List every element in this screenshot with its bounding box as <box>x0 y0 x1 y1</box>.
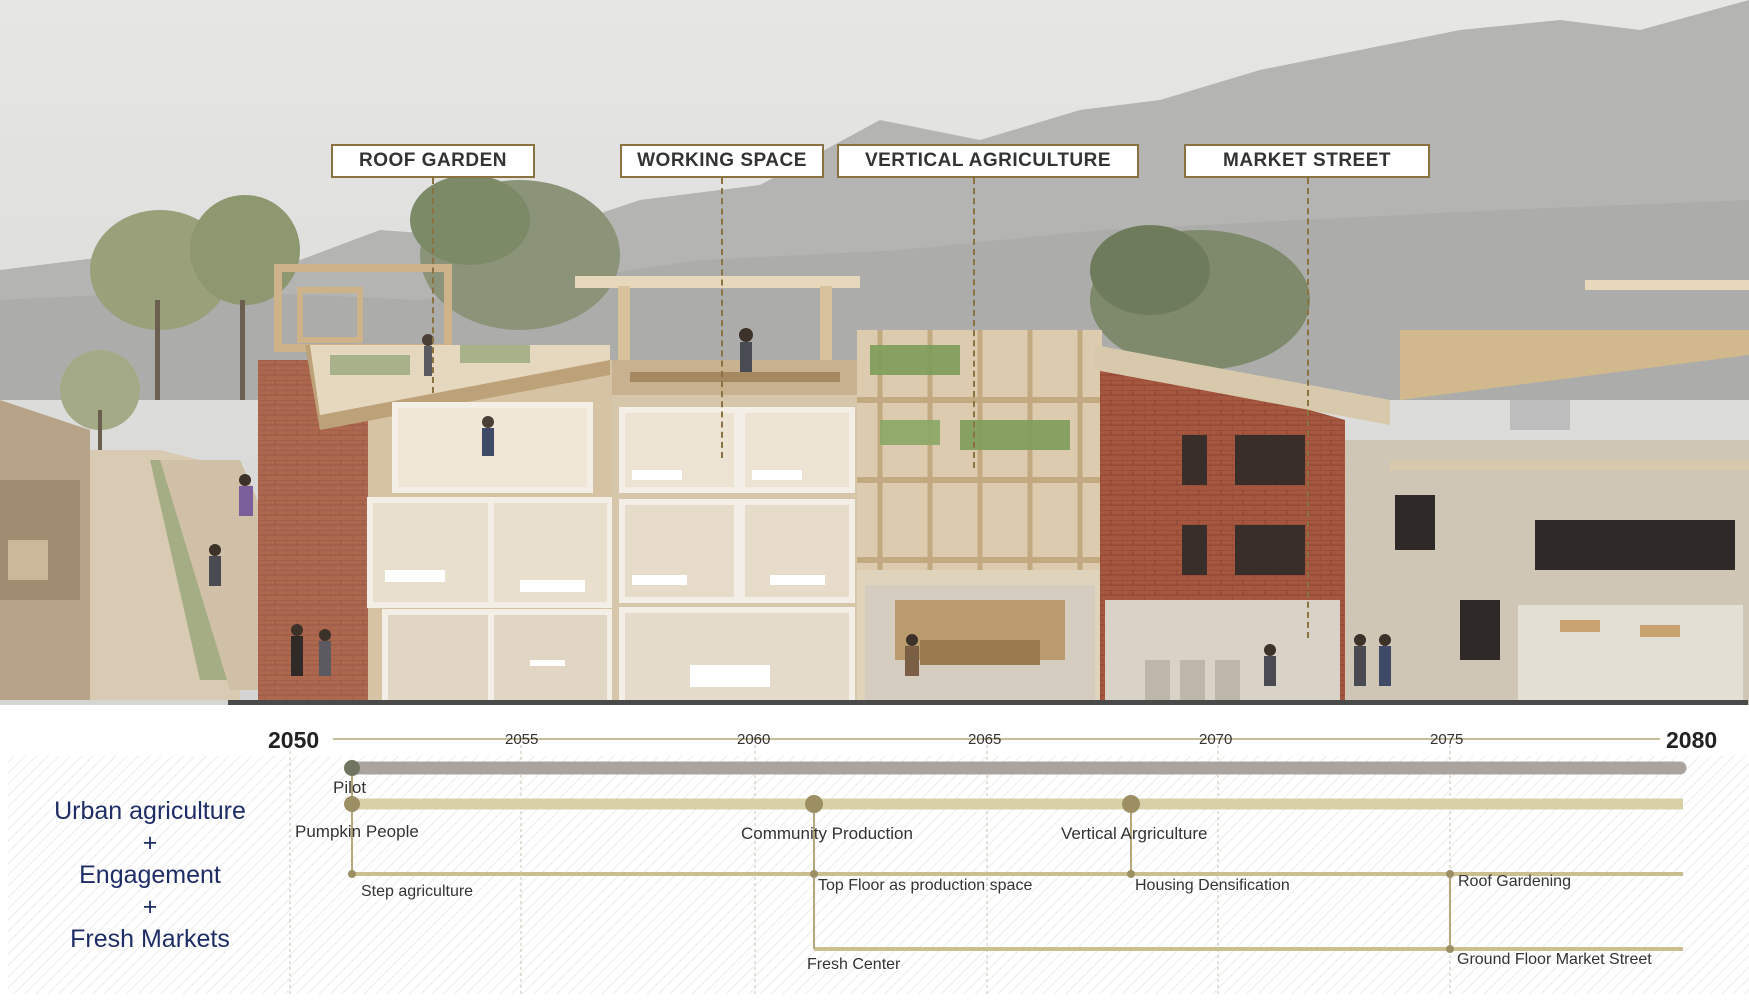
milestone-fresh-center: Fresh Center <box>807 956 901 973</box>
building-vertical-agriculture <box>857 330 1102 705</box>
milestone-ground-floor-market: Ground Floor Market Street <box>1457 951 1652 968</box>
label-vertical-agriculture: VERTICAL AGRICULTURE <box>837 144 1139 178</box>
building-working-space <box>575 276 860 710</box>
milestone-pumpkin-people: Pumpkin People <box>295 822 419 841</box>
year-tick: 2070 <box>1199 731 1233 748</box>
label-roof-garden: ROOF GARDEN <box>331 144 535 178</box>
leader-market-street <box>1307 178 1309 638</box>
building-right <box>1345 280 1749 705</box>
timeline-chart <box>8 738 1749 994</box>
milestone-roof-gardening: Roof Gardening <box>1458 873 1571 890</box>
pedestrians <box>209 474 331 676</box>
building-market-street <box>1095 345 1390 705</box>
street-section-illustration <box>0 0 1749 725</box>
legend-plus-1: + <box>142 829 158 857</box>
dot-pumpkin <box>344 796 360 812</box>
label-working-space: WORKING SPACE <box>620 144 824 178</box>
dot-pilot <box>344 760 360 776</box>
milestone-step-agriculture: Step agriculture <box>361 883 474 900</box>
milestone-housing-densification: Housing Densification <box>1135 877 1290 894</box>
legend-plus-2: + <box>142 893 158 921</box>
left-pavilion <box>0 400 90 700</box>
ground-base <box>0 705 1749 725</box>
building-roof-garden <box>258 264 618 710</box>
milestone-community-production: Community Production <box>741 824 913 843</box>
year-start: 2050 <box>268 727 320 753</box>
year-end: 2080 <box>1666 727 1718 753</box>
leader-working-space <box>721 178 723 458</box>
year-tick: 2055 <box>505 731 539 748</box>
milestone-vertical-agriculture: Vertical Argriculture <box>1061 824 1208 843</box>
year-tick: 2075 <box>1430 731 1464 748</box>
leader-roof-garden <box>432 178 434 393</box>
timeline-legend: Urban agriculture + Engagement + Fresh M… <box>20 795 280 955</box>
dot-community <box>805 795 823 813</box>
year-tick: 2060 <box>737 731 771 748</box>
dot-vertical <box>1122 795 1140 813</box>
legend-line-1: Urban agriculture <box>54 797 246 825</box>
label-market-street: MARKET STREET <box>1184 144 1430 178</box>
milestone-top-floor: Top Floor as production space <box>818 877 1033 894</box>
year-tick: 2065 <box>968 731 1002 748</box>
milestone-pilot: Pilot <box>333 778 367 797</box>
legend-line-2: Engagement <box>79 861 221 889</box>
trees-background <box>60 175 1310 460</box>
leader-vertical-agriculture <box>973 178 975 468</box>
legend-line-3: Fresh Markets <box>70 925 230 953</box>
